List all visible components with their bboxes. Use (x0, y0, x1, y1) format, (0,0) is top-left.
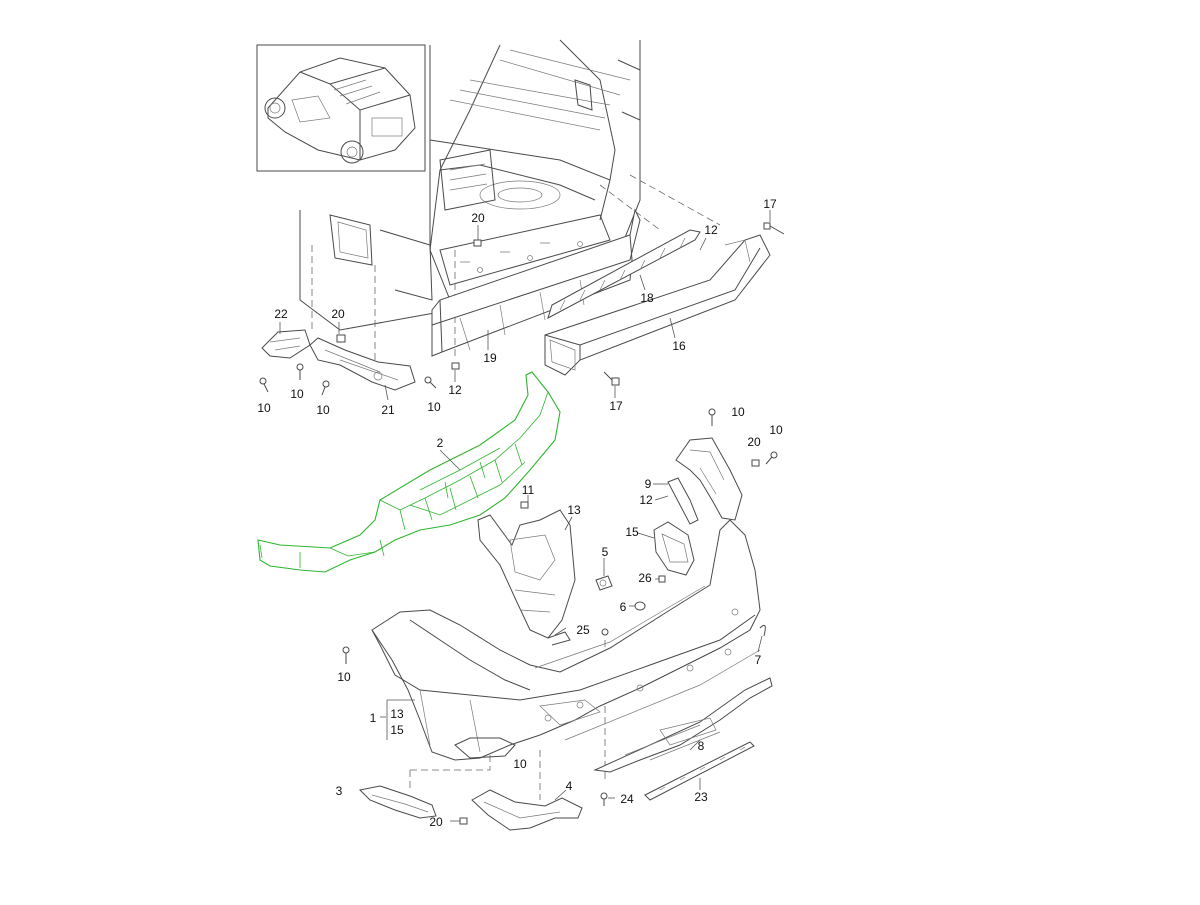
callout-4: 4 (566, 779, 573, 793)
callout-20: 20 (429, 815, 443, 829)
reflector-3 (358, 785, 437, 819)
nut-icon (473, 239, 482, 247)
vehicle-thumbnail (256, 44, 426, 172)
callout-6: 6 (620, 600, 627, 614)
callout-10: 10 (257, 401, 271, 415)
reflector-housing-15 (653, 521, 695, 576)
bracket-21 (309, 337, 416, 391)
clip-9 (667, 477, 699, 525)
callout-18: 18 (640, 291, 654, 305)
callout-11: 11 (522, 483, 535, 497)
side-bracket-right (675, 437, 743, 521)
callout-22: 22 (274, 307, 288, 321)
callout-10: 10 (316, 403, 330, 417)
rear-body-structure (299, 39, 641, 331)
nut-icon (459, 817, 468, 825)
screw-icon (296, 363, 304, 380)
callout-3: 3 (336, 784, 343, 798)
callout-12: 12 (448, 383, 462, 397)
bumper-cover-1 (371, 519, 761, 761)
callout-15: 15 (390, 723, 404, 737)
callout-1: 1 (370, 711, 377, 725)
callout-7: 7 (755, 653, 762, 667)
screw-icon (600, 628, 609, 806)
nut-icon (751, 459, 760, 467)
callout-8: 8 (698, 739, 705, 753)
callout-9: 9 (645, 477, 652, 491)
callout-2: 2 (437, 436, 444, 450)
screw-icon (342, 646, 350, 664)
callout-16: 16 (672, 339, 686, 353)
callout-10: 10 (427, 400, 441, 414)
callout-17: 17 (609, 399, 623, 413)
callout-26: 26 (638, 571, 652, 585)
callout-20: 20 (471, 211, 485, 225)
callout-24: 24 (620, 792, 634, 806)
callout-20: 20 (747, 435, 761, 449)
callout-5: 5 (602, 545, 609, 559)
bracket-22 (261, 329, 311, 359)
sensor-icon (595, 575, 613, 591)
trim-piece-4 (471, 789, 583, 831)
callout-13: 13 (567, 503, 581, 517)
screw-icon (321, 380, 330, 396)
callout-25: 25 (576, 623, 590, 637)
callout-10: 10 (337, 670, 351, 684)
callout-23: 23 (694, 790, 708, 804)
screw-icon (259, 377, 269, 393)
callout-15: 15 (625, 525, 639, 539)
callout-19: 19 (483, 351, 497, 365)
callout-12: 12 (704, 223, 718, 237)
hook-icon (759, 624, 766, 637)
callout-10: 10 (769, 423, 783, 437)
callout-10: 10 (513, 757, 527, 771)
callout-20: 20 (331, 307, 345, 321)
carrier-16 (544, 234, 771, 376)
nut-icon (336, 334, 346, 343)
nut-icon (451, 362, 460, 370)
screw-icon (708, 408, 716, 426)
clip-icon (658, 575, 666, 583)
callout-10: 10 (290, 387, 304, 401)
screw-icon (424, 376, 437, 389)
bracket-18 (547, 229, 701, 320)
callout-17: 17 (763, 197, 777, 211)
trim-strip-23 (644, 741, 755, 801)
callout-10: 10 (731, 405, 745, 419)
nut-icon (520, 501, 529, 509)
callout-12: 12 (639, 493, 653, 507)
callout-21: 21 (381, 403, 395, 417)
rear-diffuser-cover-2-highlighted (257, 371, 561, 573)
fasteners (259, 222, 785, 825)
ring-icon (634, 601, 646, 611)
bolt-icon (763, 222, 785, 235)
leader-lines (279, 210, 771, 822)
bolt-icon (603, 371, 620, 386)
screw-icon (765, 451, 778, 465)
lower-trim-8 (593, 677, 773, 773)
callout-labels: 17 20 12 18 16 19 22 20 10 10 10 21 10 1… (257, 197, 783, 829)
callout-13: 13 (390, 707, 404, 721)
mount-bracket-13 (477, 509, 576, 646)
